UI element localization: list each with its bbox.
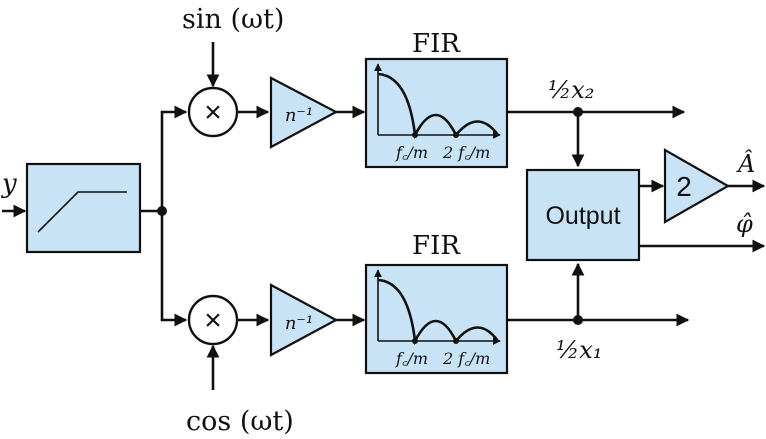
bottom-fir-axis-label-1: f꜀/m xyxy=(395,349,428,368)
bottom-fir-zero-2 xyxy=(453,338,459,344)
wire-to-top-mixer xyxy=(160,105,188,211)
x1-label: ½x₁ xyxy=(556,336,602,364)
output-gain-block xyxy=(663,148,731,224)
top-mixer-symbol: × xyxy=(204,96,222,129)
wire-to-bottom-mixer xyxy=(160,211,188,327)
input-filter-response xyxy=(37,191,127,233)
top-fir-axis-label-1: f꜀/m xyxy=(395,143,428,162)
top-fir-response-curve xyxy=(377,72,500,140)
top-gain-label: n⁻¹ xyxy=(285,105,313,126)
input-y-label: y xyxy=(1,169,17,199)
bottom-gain-block xyxy=(269,283,339,357)
cos-reference-label: cos (ωt) xyxy=(186,406,294,437)
amplitude-label: Â xyxy=(736,149,755,178)
top-fir-zero-1 xyxy=(412,132,418,138)
top-fir-zero-2 xyxy=(453,132,459,138)
bottom-fir-zero-1 xyxy=(412,338,418,344)
bottom-mixer-symbol: × xyxy=(204,304,222,337)
output-block-label: Output xyxy=(545,202,620,230)
output-gain-label: 2 xyxy=(676,171,692,202)
input-filter-block xyxy=(25,162,142,254)
x2-label: ½x₂ xyxy=(548,76,594,104)
bottom-fir-axis-label-2: 2 f꜀/m xyxy=(442,349,490,368)
bottom-fir-label: FIR xyxy=(412,231,461,261)
top-fir-axis-label-2: 2 f꜀/m xyxy=(442,143,490,162)
sin-reference-label: sin (ωt) xyxy=(182,4,284,35)
phase-label: φ̂ xyxy=(736,210,753,238)
bottom-fir-response-curve xyxy=(377,278,500,346)
top-fir-label: FIR xyxy=(412,29,461,59)
top-gain-block xyxy=(269,76,339,149)
bottom-gain-label: n⁻¹ xyxy=(285,313,313,334)
output-block xyxy=(525,168,641,262)
